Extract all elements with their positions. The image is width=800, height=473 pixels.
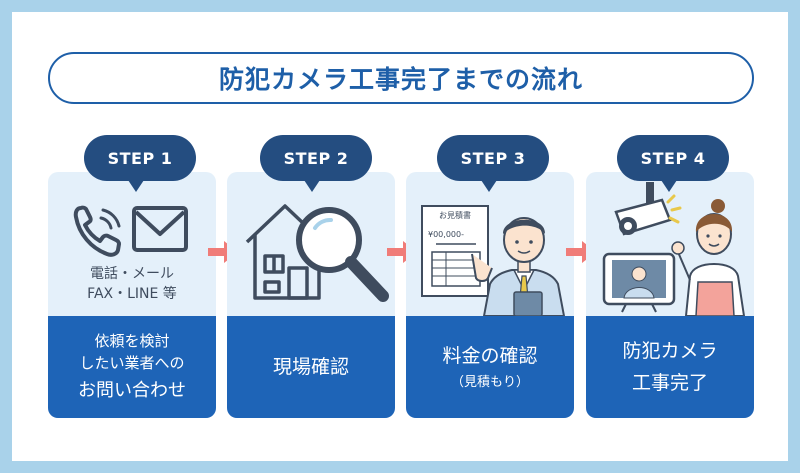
monitor-icon xyxy=(602,252,676,313)
security-camera-icon xyxy=(614,182,682,236)
step-3-line-2: （見積もり） xyxy=(450,375,529,390)
phone-icon xyxy=(73,205,121,257)
title-banner: 防犯カメラ工事完了までの流れ xyxy=(48,52,754,104)
step-3-badge: STEP 3 xyxy=(437,135,549,192)
step-2-badge: STEP 2 xyxy=(260,135,372,192)
step-4-badge: STEP 4 xyxy=(617,135,729,192)
step-4-badge-text: STEP 4 xyxy=(640,148,706,168)
estimate-document-icon xyxy=(421,205,489,297)
step-3-illustration xyxy=(421,205,566,316)
estimate-price: ¥00,000- xyxy=(428,230,464,239)
step-1-line-3: お問い合わせ xyxy=(78,380,186,401)
step-3-label-box: 料金の確認 （見積もり） xyxy=(406,316,574,418)
step-2-label-box: 現場確認 xyxy=(227,316,395,418)
step-4-line-2: 工事完了 xyxy=(631,372,708,394)
step-1-illustration xyxy=(73,205,188,257)
step-3-line-1: 料金の確認 xyxy=(442,345,538,367)
step-2-badge-text: STEP 2 xyxy=(283,148,349,168)
step-1-badge: STEP 1 xyxy=(84,135,196,192)
step-2-illustration xyxy=(245,204,389,302)
step-3-badge-text: STEP 3 xyxy=(460,148,526,168)
step-1-line-2: したい業者への xyxy=(79,354,185,372)
step-4-line-1: 防犯カメラ xyxy=(622,340,718,362)
worker-illustration xyxy=(671,199,746,316)
contact-methods: 電話・メール FAX・LINE 等 xyxy=(48,264,216,304)
page-title: 防犯カメラ工事完了までの流れ xyxy=(218,65,583,94)
estimate-title: お見積書 xyxy=(439,211,471,220)
step-4-illustration xyxy=(602,182,746,316)
step-1-card: 電話・メール FAX・LINE 等 依頼を検討 したい業者への お問い合わせ xyxy=(48,172,216,418)
contact-line-2: FAX・LINE 等 xyxy=(87,286,177,302)
contact-line-1: 電話・メール xyxy=(90,266,174,282)
step-2-line-1: 現場確認 xyxy=(272,356,349,378)
businessman-illustration xyxy=(471,217,566,316)
step-1-badge-text: STEP 1 xyxy=(107,148,173,168)
step-1-line-1: 依頼を検討 xyxy=(94,332,170,350)
step-3-card: お見積書 ¥00,000- 料金の確認 （見積もり） xyxy=(406,172,574,418)
envelope-icon xyxy=(132,206,188,252)
step-2-card: 現場確認 xyxy=(227,172,395,418)
magnifier-icon xyxy=(296,207,389,302)
step-4-card: 防犯カメラ 工事完了 xyxy=(586,172,754,418)
step-1-label-box: 依頼を検討 したい業者への お問い合わせ xyxy=(48,316,216,418)
step-4-label-box: 防犯カメラ 工事完了 xyxy=(586,316,754,418)
